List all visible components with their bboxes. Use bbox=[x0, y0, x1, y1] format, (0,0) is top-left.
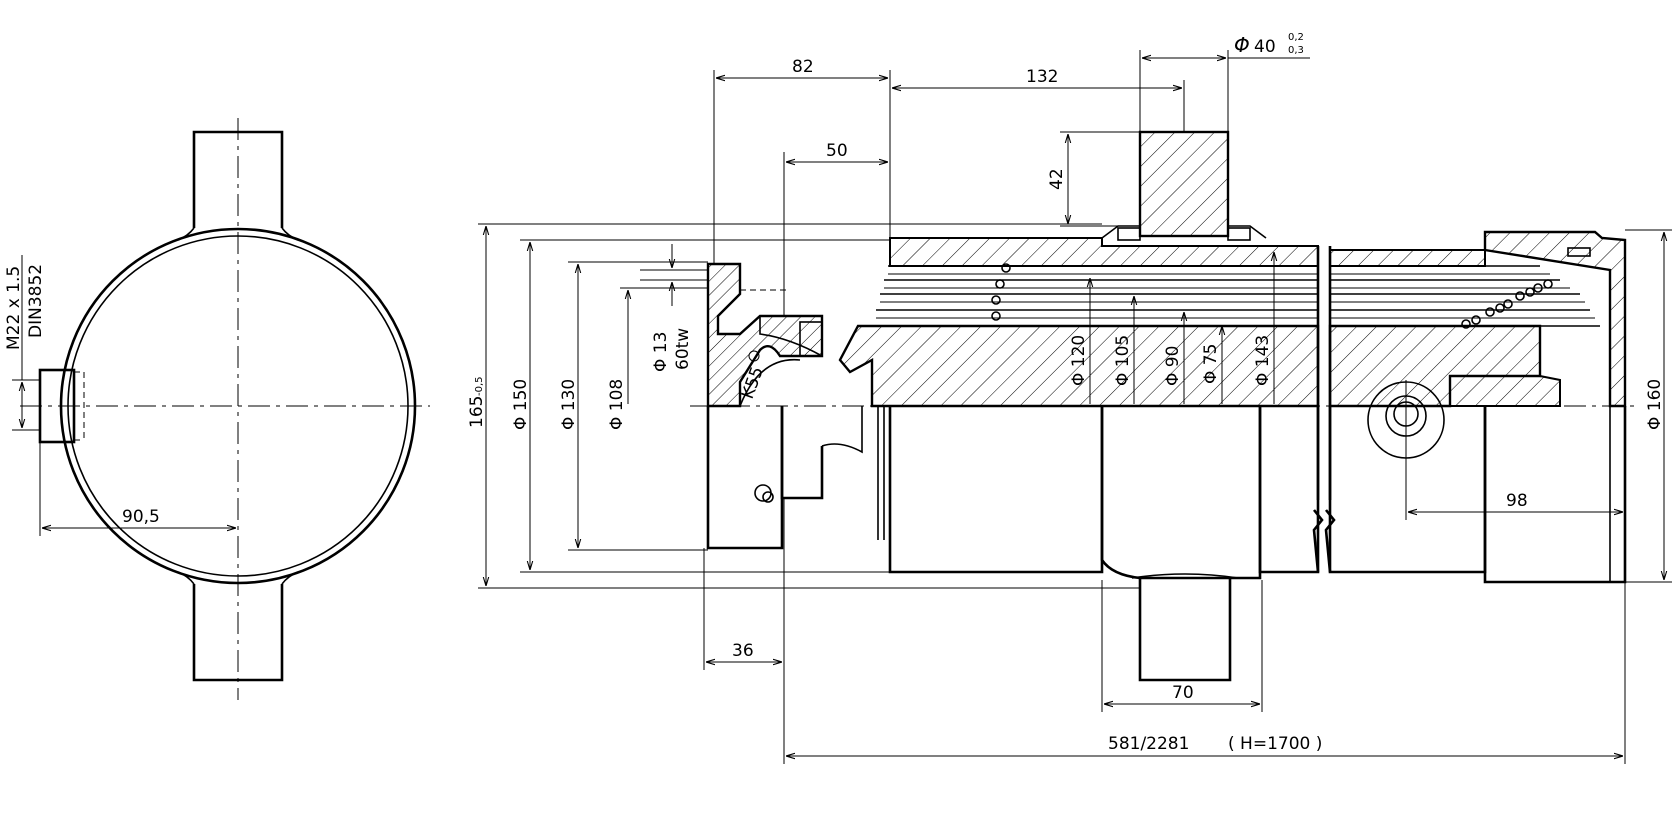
dim-98: 98 bbox=[1506, 491, 1528, 511]
dim-60tw: 60tw bbox=[673, 328, 693, 370]
dim-108: Φ 108 bbox=[607, 379, 627, 430]
break-line-left bbox=[1312, 246, 1324, 573]
dim-50: 50 bbox=[826, 141, 848, 161]
side-section-view bbox=[690, 130, 1640, 682]
dim-13: Φ 13 bbox=[651, 332, 671, 372]
break-line-right bbox=[1324, 246, 1336, 573]
bottom-trunnion bbox=[192, 584, 284, 682]
thread-spec-label: M22 x 1.5 bbox=[4, 266, 24, 350]
dim-90: Φ 90 bbox=[1163, 346, 1183, 386]
dim-160: Φ 160 bbox=[1645, 379, 1665, 430]
base-plate-lower bbox=[706, 406, 784, 550]
dim-82: 82 bbox=[792, 57, 814, 77]
dim-120: Φ 120 bbox=[1069, 335, 1089, 386]
telescopic-stages bbox=[872, 265, 1600, 327]
barrel-lower bbox=[888, 406, 1104, 574]
dim-143: Φ 143 bbox=[1253, 335, 1273, 386]
dim-130: Φ 130 bbox=[559, 379, 579, 430]
end-view: M22 x 1.5 DIN3852 90,5 bbox=[4, 118, 430, 700]
dim-40: 40 bbox=[1254, 37, 1276, 57]
dim-42: 42 bbox=[1047, 168, 1067, 190]
end-view-inner-circle bbox=[67, 235, 409, 577]
dim-105: Φ 105 bbox=[1113, 335, 1133, 386]
top-trunnion bbox=[192, 130, 284, 228]
stroke-note-label: ( H=1700 ) bbox=[1228, 734, 1322, 754]
end-view-outer-circle bbox=[59, 227, 417, 585]
dim-40-tol-upper: 0,2 bbox=[1288, 32, 1304, 43]
upper-trunnion bbox=[1138, 130, 1230, 238]
dim-40-symbol: Φ bbox=[1234, 33, 1250, 57]
end-cap-lower bbox=[1483, 406, 1627, 584]
port-fitting bbox=[38, 368, 76, 444]
outer-barrel-section bbox=[889, 237, 1319, 267]
overall-length-label: 581/2281 bbox=[1108, 734, 1189, 754]
thread-norm-label: DIN3852 bbox=[26, 264, 46, 338]
dim-75: Φ 75 bbox=[1201, 344, 1221, 384]
dim-70: 70 bbox=[1172, 683, 1194, 703]
dim-132: 132 bbox=[1026, 67, 1058, 87]
dim-165: 165 bbox=[467, 396, 487, 428]
dim-36: 36 bbox=[732, 641, 754, 661]
side-dimensions: 82 132 50 Φ 40 0,2 0,3 42 165 -0,5 Φ 15 bbox=[467, 32, 1672, 764]
barrel-lower-2 bbox=[1100, 406, 1262, 580]
end-cap-upper bbox=[1483, 230, 1627, 408]
dim-165-tol: -0,5 bbox=[474, 376, 485, 396]
dim-40-tol-lower: 0,3 bbox=[1288, 45, 1304, 56]
dim-150: Φ 150 bbox=[511, 379, 531, 430]
lower-trunnion bbox=[1138, 578, 1232, 682]
seals bbox=[991, 263, 1553, 329]
dim-90-5: 90,5 bbox=[122, 507, 160, 527]
